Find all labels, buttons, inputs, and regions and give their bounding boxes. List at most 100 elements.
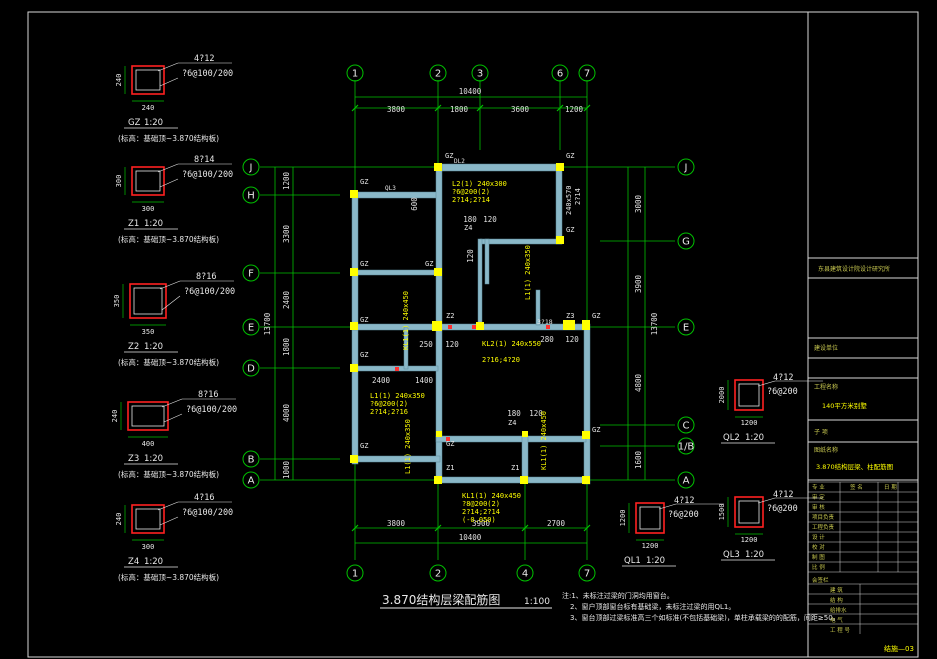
drawing-name-label: 图纸名称 <box>814 446 838 454</box>
column-dim-v: 240 <box>111 410 119 423</box>
kl2-name: KL2(1) 240x550 <box>482 340 541 348</box>
axis-left-3-circle <box>242 318 260 336</box>
title-block-table: 专 业签 名日 期审 定审 核项目负责工程负责设 计校 对制 图比 例会签栏建 … <box>808 481 918 653</box>
label-z1-b: Z1 <box>511 464 519 472</box>
red-markers <box>395 325 550 441</box>
dim-total-top: 10400 <box>459 87 482 96</box>
l1-name: L1(1) 240x350 <box>370 392 425 400</box>
label-gz-9: GZ <box>360 351 368 359</box>
vert-beam-4: L1(1) 240x350 <box>404 419 412 474</box>
label-dl2: DL2 <box>454 158 465 165</box>
ql-dim-v: 1500 <box>718 504 726 521</box>
column-elev-note: (标高：基础顶~3.870结构板) <box>118 572 219 582</box>
plan-labels: GZ GZ GZ QL3 DL2 GZ GZ GZ GZ Z2 Z3 GZ GZ… <box>360 152 600 472</box>
label-gz-12: GZ <box>592 426 600 434</box>
label-ql3: QL3 <box>385 185 396 192</box>
column-name: Z2 <box>128 342 139 352</box>
ql-section-outline <box>734 379 764 411</box>
axis-right-1-label: G <box>682 237 690 248</box>
axis-top-1-label: 2 <box>435 69 441 80</box>
column-name: Z1 <box>128 219 139 229</box>
column-stirrup-shape <box>135 69 161 91</box>
column-stirrup: ?6@100/200 <box>182 170 233 180</box>
drawing-name: 3.870结构层梁、柱配筋图 <box>816 462 893 471</box>
label-z2: Z2 <box>446 312 454 320</box>
label-gz-10: GZ <box>360 442 368 450</box>
vert-2-14: 2?14 <box>574 188 582 205</box>
dim-right-low-0: 4800 <box>634 373 643 392</box>
column-scale: 1:20 <box>144 454 163 464</box>
column-name: Z3 <box>128 454 139 464</box>
column-elev-note: (标高：基础顶~3.870结构板) <box>118 234 219 244</box>
axis-left-4-circle <box>242 359 260 377</box>
tb-sign-label: 会签栏 <box>812 576 829 584</box>
leader-line <box>161 295 181 311</box>
dim-bottom-2: 2700 <box>547 519 566 528</box>
dim-right-low-1: 1600 <box>634 450 643 469</box>
column-scale: 1:20 <box>144 118 163 128</box>
ql-dim-v: 2000 <box>718 387 726 404</box>
title-block: 东县建筑设计院设计研究所 建设单位 工程名称 140平方米别墅 子 项 图纸名称… <box>807 11 919 658</box>
column-rebar: 8?14 <box>194 155 214 165</box>
column-section-outline <box>131 65 165 95</box>
tb-sign-row: 给排水 <box>830 606 847 614</box>
axis-left-5-circle <box>242 450 260 468</box>
leader-line <box>161 398 183 408</box>
axis-bottom-3-label: 7 <box>584 569 590 580</box>
l2-stirrup: ?6@200(2) <box>452 188 490 196</box>
dim-total-bottom: 10400 <box>459 533 482 542</box>
label-gz-5: GZ <box>360 260 368 268</box>
dim-left-4: 4000 <box>282 403 291 422</box>
label-z4-b: Z4 <box>508 419 516 427</box>
axis-left-0-circle <box>242 158 260 176</box>
l2-rebar: 2?14;2?14 <box>452 196 490 204</box>
column-elev-note: (标高：基础顶~3.870结构板) <box>118 469 219 479</box>
axis-left-1-label: H <box>247 191 255 202</box>
label-gz-1: GZ <box>445 152 453 160</box>
kl2-rebar: 2?16;4?20 <box>482 356 520 364</box>
axis-right-0-label: J <box>684 163 688 174</box>
axis-top-2-label: 3 <box>477 69 483 80</box>
tb-sign-row: 电 气 <box>830 616 843 624</box>
axis-left-2-circle <box>242 264 260 282</box>
kl1-elev: (-0.050) <box>462 516 496 524</box>
column-stirrup-shape <box>135 508 161 530</box>
column-elev-note: (标高：基础顶~3.870结构板) <box>118 357 219 367</box>
column-dim-v: 240 <box>115 74 123 87</box>
ql-name: QL3 <box>723 550 740 560</box>
column-dim-v: 350 <box>113 295 121 308</box>
label-gz-8: GZ <box>592 312 600 320</box>
label-gz-7: GZ <box>360 316 368 324</box>
dim-misc-1: 180 <box>463 215 477 224</box>
axis-left-4-label: D <box>247 364 255 375</box>
dim-bottom-0: 3800 <box>387 519 406 528</box>
ql-section-outline <box>734 496 764 528</box>
dim-top-3: 1200 <box>565 105 584 114</box>
kl1-name: KL1(1) 240x450 <box>462 492 521 500</box>
axis-bottom-1-label: 2 <box>435 569 441 580</box>
tb-row-label: 审 定 <box>812 493 825 501</box>
axis-bottom-1-circle <box>429 564 447 582</box>
ql-stirrup-shape <box>639 506 661 530</box>
column-stirrup-shape <box>133 287 163 315</box>
leader-line <box>157 62 179 72</box>
leader-line <box>163 413 183 423</box>
label-gz-2: GZ <box>566 152 574 160</box>
axis-right-4-label: 1/B <box>678 442 695 453</box>
tb-row-label: 审 核 <box>812 503 825 511</box>
ql-rebar: 4?12 <box>674 496 694 506</box>
dim-misc-0: 600 <box>410 197 419 211</box>
ql-dim-h: 1200 <box>741 536 758 544</box>
note-1: 注:1、未标注过梁的门洞均用窗台。 <box>562 591 674 600</box>
axis-right-4-circle <box>677 437 695 455</box>
dim-misc-2: 120 <box>483 215 497 224</box>
axis-bottom-2-circle <box>516 564 534 582</box>
column-rebar: 8?16 <box>196 272 216 282</box>
tb-sign-row: 结 构 <box>830 596 843 604</box>
dim-right-up-1: 3900 <box>634 274 643 293</box>
